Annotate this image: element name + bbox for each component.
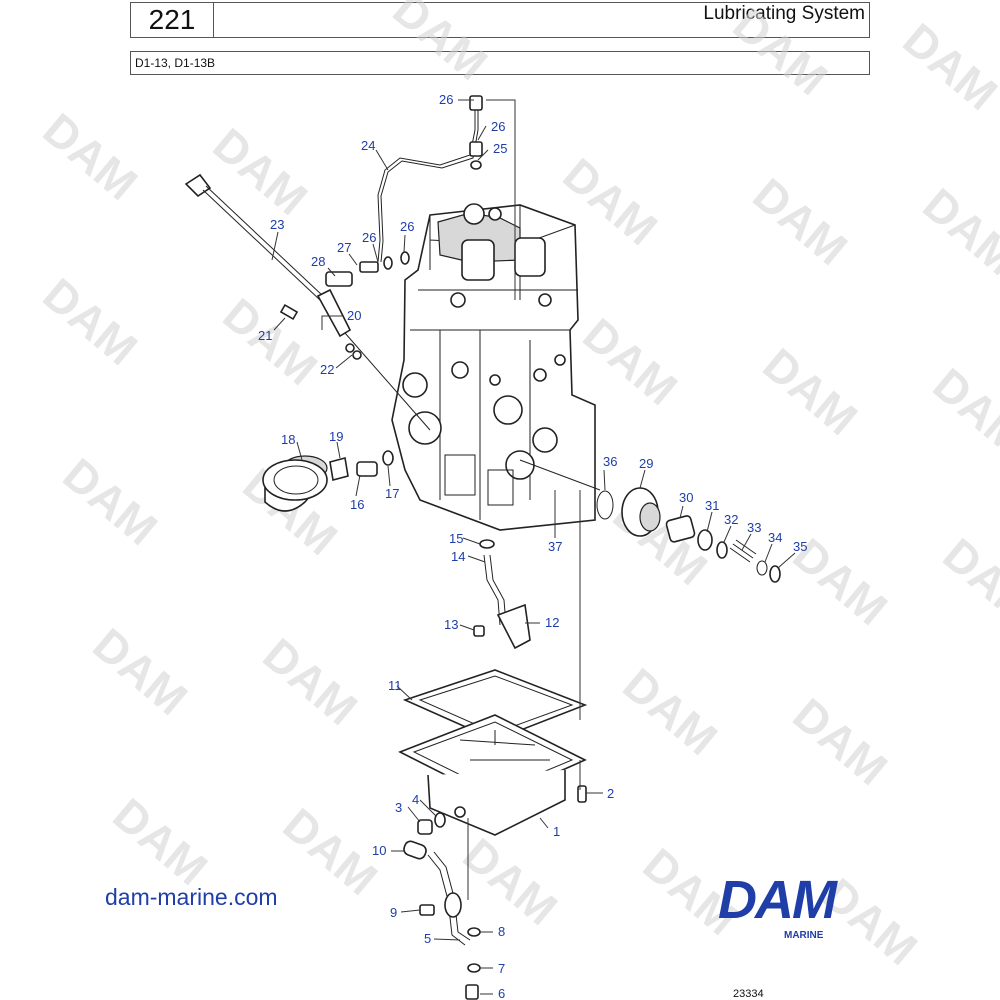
watermark: DAM <box>574 308 688 415</box>
watermark: DAM <box>204 118 318 225</box>
watermark: DAM <box>894 13 1000 120</box>
watermark: DAM <box>34 103 148 210</box>
callout-2: 2 <box>607 786 614 801</box>
callout-26: 26 <box>439 92 453 107</box>
drain-assembly-drawing <box>403 812 481 1000</box>
callout-26: 26 <box>362 230 376 245</box>
oil-filter-drawing <box>262 450 394 512</box>
callout-21: 21 <box>258 328 272 343</box>
callout-18: 18 <box>281 432 295 447</box>
watermark: DAM <box>934 528 1000 635</box>
callout-17: 17 <box>385 486 399 501</box>
callout-7: 7 <box>498 961 505 976</box>
website-link[interactable]: dam-marine.com <box>105 884 278 910</box>
callout-31: 31 <box>705 498 719 513</box>
callout-37: 37 <box>548 539 562 554</box>
callout-27: 27 <box>337 240 351 255</box>
page-number: 221 <box>131 3 214 37</box>
callout-1: 1 <box>553 824 560 839</box>
header: 221 Lubricating System <box>130 2 870 38</box>
watermark: DAM <box>914 178 1000 285</box>
callout-13: 13 <box>444 617 458 632</box>
dam-marine-logo: DAM MARINE <box>716 870 898 945</box>
watermark: DAM <box>274 798 388 905</box>
logo-wordmark: DAM <box>718 874 838 930</box>
callout-labels: 1 2 3 4 5 6 7 8 9 10 11 12 13 14 15 16 1… <box>258 92 807 1000</box>
watermark: DAM <box>784 688 898 795</box>
callout-35: 35 <box>793 539 807 554</box>
callout-34: 34 <box>768 530 782 545</box>
watermark: DAM <box>754 338 868 445</box>
watermark: DAM <box>54 448 168 555</box>
watermark: DAM <box>454 828 568 935</box>
page-title: Lubricating System <box>703 3 865 24</box>
callout-19: 19 <box>329 429 343 444</box>
engine-block-drawing <box>391 203 596 531</box>
logo-subtitle: MARINE <box>784 930 824 940</box>
watermark: DAM <box>924 358 1000 465</box>
callout-5: 5 <box>424 931 431 946</box>
watermark: DAM <box>724 0 838 105</box>
callout-12: 12 <box>545 615 559 630</box>
watermark: DAM <box>254 628 368 735</box>
callout-32: 32 <box>724 512 738 527</box>
callout-29: 29 <box>639 456 653 471</box>
oil-line-drawing <box>325 95 483 287</box>
callout-36: 36 <box>603 454 617 469</box>
callout-28: 28 <box>311 254 325 269</box>
oil-pickup-drawing <box>473 539 531 650</box>
model-list: D1-13, D1-13B <box>135 56 216 70</box>
callout-6: 6 <box>498 986 505 1000</box>
callout-14: 14 <box>451 549 465 564</box>
oil-pan-drawing <box>398 669 588 836</box>
callout-26: 26 <box>491 119 505 134</box>
callout-24: 24 <box>361 138 375 153</box>
callout-4: 4 <box>412 792 419 807</box>
callout-11: 11 <box>388 678 402 693</box>
callout-15: 15 <box>449 531 463 546</box>
callout-16: 16 <box>350 497 364 512</box>
dipstick-drawing <box>184 173 431 431</box>
callout-8: 8 <box>498 924 505 939</box>
callout-30: 30 <box>679 490 693 505</box>
watermark: DAM <box>34 268 148 375</box>
callout-23: 23 <box>270 217 284 232</box>
watermark: DAM <box>614 658 728 765</box>
callout-20: 20 <box>347 308 361 323</box>
watermark: DAM <box>384 0 498 90</box>
callout-25: 25 <box>493 141 507 156</box>
watermark: DAM <box>84 618 198 725</box>
watermark: DAM <box>744 168 858 275</box>
callout-26: 26 <box>400 219 414 234</box>
callout-10: 10 <box>372 843 386 858</box>
leader-lines <box>271 99 796 995</box>
callout-3: 3 <box>395 800 402 815</box>
callout-9: 9 <box>390 905 397 920</box>
drawing-number: 23334 <box>733 988 764 1000</box>
model-bar: D1-13, D1-13B <box>130 51 870 75</box>
logo-graphic: DAM MARINE <box>718 870 840 941</box>
oil-pump-gear-drawing <box>519 459 781 583</box>
callout-22: 22 <box>320 362 334 377</box>
watermark: DAM <box>104 788 218 895</box>
callout-33: 33 <box>747 520 761 535</box>
